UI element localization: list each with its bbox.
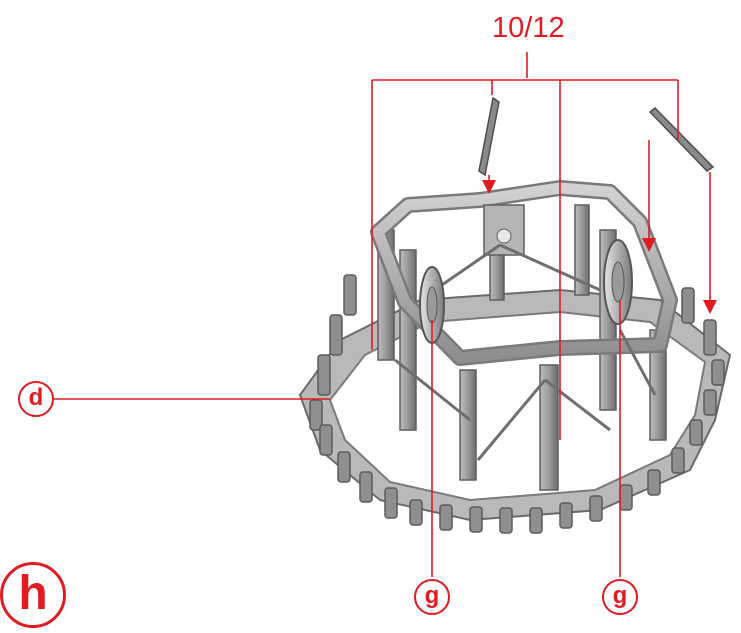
callout-g-right: g xyxy=(602,579,638,615)
callout-g-right-label: g xyxy=(612,582,628,609)
top-frame xyxy=(370,180,678,366)
loose-bars xyxy=(478,96,715,177)
step-label-h: h xyxy=(0,562,66,628)
callout-g-left-label: g xyxy=(424,582,440,609)
base-feet xyxy=(309,274,725,534)
callout-d: d xyxy=(18,381,54,417)
callout-arrowheads xyxy=(482,180,717,314)
callout-g-left: g xyxy=(414,579,450,615)
right-pulley xyxy=(603,239,633,325)
callout-leaders xyxy=(54,52,711,577)
part-count-label: 10/12 xyxy=(492,12,565,44)
step-label-h-text: h xyxy=(18,567,48,620)
callout-d-label: d xyxy=(28,384,44,411)
